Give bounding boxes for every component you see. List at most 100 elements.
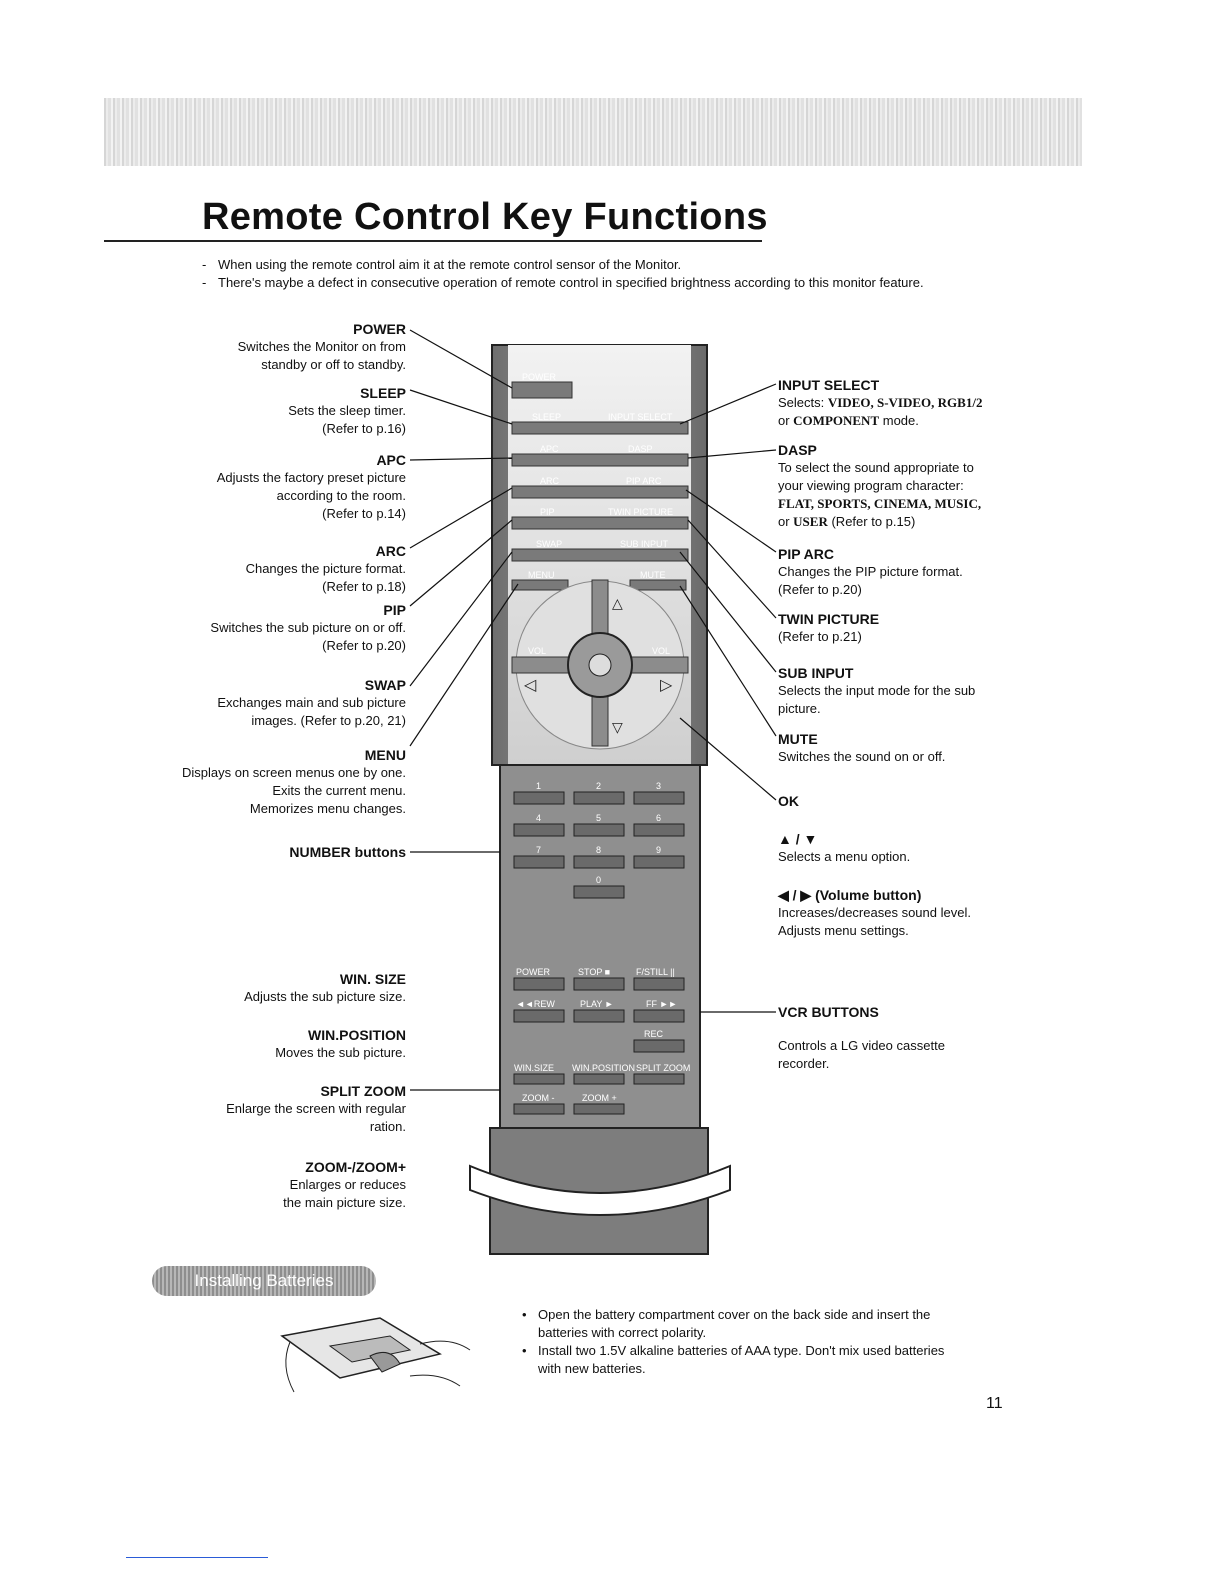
- number-key[interactable]: [573, 791, 625, 805]
- label-ok: OK: [778, 792, 1048, 810]
- label-mute-desc: Switches the sound on or off.: [778, 749, 946, 764]
- key-pip-arc-label: PIP ARC: [626, 476, 662, 486]
- text: or: [778, 514, 794, 529]
- label-number-buttons: NUMBER buttons: [160, 843, 406, 861]
- leader-line: [679, 551, 777, 673]
- intro-note: There's maybe a defect in consecutive op…: [200, 274, 1020, 292]
- apc-dasp-keys[interactable]: [511, 453, 689, 467]
- key-input-select-label: INPUT SELECT: [608, 412, 673, 422]
- key-9-label: 9: [656, 845, 661, 855]
- zoom-key[interactable]: [573, 1103, 625, 1115]
- label-arc: ARC Changes the picture format. (Refer t…: [160, 542, 406, 596]
- label-win-position: WIN.POSITION Moves the sub picture.: [160, 1026, 406, 1062]
- label-volume-desc: Increases/decreases sound level.: [778, 905, 971, 920]
- pip-twin-keys[interactable]: [511, 516, 689, 530]
- down-arrow-icon: ▽: [612, 719, 623, 735]
- key-arc-label: ARC: [540, 476, 560, 486]
- label-sub-input-title: SUB INPUT: [778, 665, 854, 681]
- win-key[interactable]: [633, 1073, 685, 1085]
- number-key[interactable]: [513, 823, 565, 837]
- mute-key[interactable]: [629, 579, 687, 591]
- label-twin-picture-title: TWIN PICTURE: [778, 611, 880, 627]
- key-zoom-minus-label: ZOOM -: [522, 1093, 555, 1103]
- leader-line: [409, 519, 513, 607]
- vcr-key[interactable]: [633, 977, 685, 991]
- menu-key[interactable]: [511, 579, 569, 591]
- number-key[interactable]: [573, 855, 625, 869]
- text: or: [778, 413, 794, 428]
- number-key[interactable]: [573, 885, 625, 899]
- number-key[interactable]: [633, 823, 685, 837]
- label-pip-desc: (Refer to p.20): [322, 638, 406, 653]
- zoom-key[interactable]: [513, 1103, 565, 1115]
- key-rec-label: REC: [644, 1029, 664, 1039]
- hand-outline: [409, 1374, 461, 1387]
- intro-note: When using the remote control aim it at …: [200, 256, 1020, 274]
- vcr-key[interactable]: [633, 1009, 685, 1023]
- header-banner: [104, 98, 1082, 166]
- label-updown-desc: Selects a menu option.: [778, 849, 911, 864]
- key-5-label: 5: [596, 813, 601, 823]
- label-sleep-desc: (Refer to p.16): [322, 421, 406, 436]
- label-apc: APC Adjusts the factory preset picture a…: [150, 451, 406, 523]
- label-win-size-desc: Adjusts the sub picture size.: [244, 989, 406, 1004]
- battery-instruction: Install two 1.5V alkaline batteries of A…: [520, 1342, 970, 1378]
- number-key[interactable]: [633, 791, 685, 805]
- swap-subinput-keys[interactable]: [511, 548, 689, 562]
- number-key[interactable]: [513, 855, 565, 869]
- leader-lines: [409, 329, 777, 1091]
- number-key[interactable]: [633, 855, 685, 869]
- leader-line: [685, 489, 777, 553]
- mode-name: COMPONENT: [793, 413, 880, 428]
- label-win-position-desc: Moves the sub picture.: [275, 1045, 406, 1060]
- key-split-zoom-label: SPLIT ZOOM: [636, 1063, 690, 1073]
- hand-outline: [419, 1340, 471, 1351]
- leader-line: [679, 717, 777, 801]
- rec-key[interactable]: [633, 1039, 685, 1053]
- label-twin-picture-desc: (Refer to p.21): [778, 629, 862, 644]
- key-ff-label: FF ►►: [646, 999, 677, 1009]
- label-vcr-buttons: VCR BUTTONS Controls a LG video cassette…: [778, 1003, 1048, 1073]
- vcr-key[interactable]: [573, 977, 625, 991]
- battery-compartment: [328, 1335, 412, 1363]
- label-split-zoom: SPLIT ZOOM Enlarge the screen with regul…: [150, 1082, 406, 1136]
- key-2-label: 2: [596, 781, 601, 791]
- key-vcr-power-label: POWER: [516, 967, 551, 977]
- vcr-key[interactable]: [513, 977, 565, 991]
- label-number-title: NUMBER buttons: [289, 844, 406, 860]
- key-swap-label: SWAP: [536, 539, 562, 549]
- label-vcr-desc: Controls a LG video cassette: [778, 1038, 945, 1053]
- win-key[interactable]: [573, 1073, 625, 1085]
- leader-line: [409, 551, 513, 687]
- label-win-size: WIN. SIZE Adjusts the sub picture size.: [160, 970, 406, 1006]
- text: Selects:: [778, 395, 828, 410]
- win-key[interactable]: [513, 1073, 565, 1085]
- hand-outline: [285, 1341, 295, 1393]
- page-number: 11: [986, 1395, 1003, 1412]
- label-vcr-title: VCR BUTTONS: [778, 1004, 879, 1020]
- key-4-label: 4: [536, 813, 541, 823]
- page-title: Remote Control Key Functions: [202, 196, 768, 238]
- label-swap-title: SWAP: [364, 677, 406, 693]
- vcr-key[interactable]: [513, 1009, 565, 1023]
- number-key[interactable]: [573, 823, 625, 837]
- mode-list: FLAT, SPORTS, CINEMA, MUSIC,: [778, 496, 982, 511]
- label-apc-title: APC: [376, 452, 406, 468]
- vcr-key[interactable]: [573, 1009, 625, 1023]
- label-swap: SWAP Exchanges main and sub picture imag…: [150, 676, 406, 730]
- label-swap-desc: Exchanges main and sub picture: [217, 695, 406, 710]
- label-updown-title: ▲ / ▼: [778, 831, 818, 847]
- arc-piparc-keys[interactable]: [511, 485, 689, 499]
- number-keypad: [513, 791, 685, 899]
- power-key[interactable]: [511, 381, 573, 399]
- key-stop-label: STOP ■: [578, 967, 610, 977]
- label-split-zoom-desc: Enlarge the screen with regular: [226, 1101, 406, 1116]
- battery-instructions: Open the battery compartment cover on th…: [520, 1306, 970, 1378]
- number-key[interactable]: [513, 791, 565, 805]
- battery-install-illustration: [280, 1317, 471, 1393]
- label-pip-arc-desc: Changes the PIP picture format.: [778, 564, 963, 579]
- label-input-select-desc: Selects: VIDEO, S-VIDEO, RGB1/2: [778, 394, 1048, 412]
- label-input-select: INPUT SELECT Selects: VIDEO, S-VIDEO, RG…: [778, 376, 1048, 430]
- label-volume-title: ◀ / ▶ (Volume button): [778, 887, 922, 903]
- sleep-input-keys[interactable]: [511, 421, 689, 435]
